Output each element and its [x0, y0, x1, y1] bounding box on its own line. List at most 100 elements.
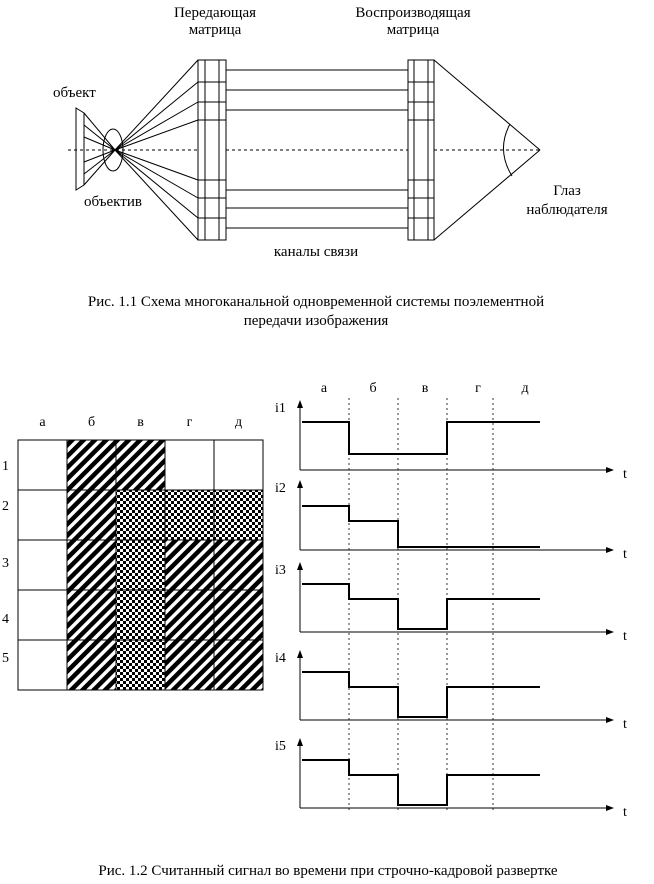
transmit-matrix-label-1: Передающая [174, 5, 256, 21]
transmit-matrix [197, 59, 227, 241]
grid-col-label: д [235, 415, 242, 430]
grid-cell-5-3 [115, 639, 166, 691]
communication-channels [226, 69, 408, 229]
x-axis-arrow [606, 805, 614, 811]
grid-cell-5-5 [213, 639, 264, 691]
grid-col-label: г [187, 415, 193, 430]
y-axis-arrow [297, 738, 303, 746]
signal-plot-i2: i2 t [275, 480, 627, 562]
signal-line [302, 583, 540, 630]
time-col-label: в [422, 381, 429, 396]
signal-name: i3 [275, 563, 286, 578]
signal-plot-i3: i3 t [275, 562, 627, 644]
grid-cell-3-5 [213, 539, 264, 591]
grid-cell-2-4 [164, 489, 215, 541]
grid-cell-1-3 [115, 439, 166, 491]
receive-matrix-label-1: Воспроизводящая [355, 5, 470, 21]
y-axis-arrow [297, 400, 303, 408]
eye-label-2: наблюдателя [526, 202, 607, 218]
time-col-label: б [369, 381, 376, 396]
transmit-matrix-label-2: матрица [189, 22, 242, 38]
signal-line [302, 421, 540, 455]
time-col-label: д [521, 381, 528, 396]
grid-col-label: б [88, 415, 95, 430]
grid-cell-2-3 [115, 489, 166, 541]
y-axis-arrow [297, 480, 303, 488]
signal-line [302, 505, 540, 548]
grid-row-label: 2 [2, 499, 9, 514]
grid-col-label: а [39, 415, 46, 430]
grid-cell-1-1 [17, 439, 68, 491]
grid-row-label: 5 [2, 651, 9, 666]
lens-rays [114, 59, 199, 241]
grid-row-label: 3 [2, 556, 9, 571]
object-rays [83, 112, 116, 186]
grid-cell-3-3 [115, 539, 166, 591]
signal-plots: i1 t i2 t i3 t i4 t i5 t [275, 400, 627, 820]
grid-cell-4-5 [213, 589, 264, 641]
time-col-label: а [321, 381, 328, 396]
fig1-caption-2: передачи изображения [244, 313, 389, 329]
grid-cell-4-3 [115, 589, 166, 641]
lens-label: объектив [84, 194, 142, 210]
signal-plot-i1: i1 t [275, 400, 627, 482]
x-axis-arrow [606, 629, 614, 635]
x-axis-label: t [623, 717, 627, 732]
signal-line [302, 671, 540, 718]
signal-name: i5 [275, 739, 286, 754]
grid-cell-2-2 [66, 489, 117, 541]
grid-row-label: 4 [2, 612, 9, 627]
grid-row-labels: 1 2 3 4 5 [2, 459, 9, 666]
grid-cell-4-1 [17, 589, 68, 641]
signal-plot-i4: i4 t [275, 650, 627, 732]
grid-cell-5-4 [164, 639, 215, 691]
receive-matrix [407, 59, 435, 241]
signal-name: i1 [275, 401, 286, 416]
channels-label: каналы связи [274, 244, 358, 260]
object-shape [75, 107, 85, 191]
time-column-labels: а б в г д [321, 381, 529, 396]
grid-cell-3-1 [17, 539, 68, 591]
grid-cell-2-1 [17, 489, 68, 541]
grid-row-label: 1 [2, 459, 9, 474]
eye-icon [503, 123, 513, 177]
signal-name: i2 [275, 481, 286, 496]
pixel-grid [17, 439, 264, 691]
grid-cell-1-4 [164, 439, 215, 491]
grid-cell-4-2 [66, 589, 117, 641]
time-dividers [348, 398, 494, 812]
grid-column-labels: а б в г д [39, 415, 242, 430]
y-axis-arrow [297, 650, 303, 658]
view-cone-top [433, 59, 541, 151]
view-cone-bottom [433, 149, 541, 241]
x-axis-arrow [606, 717, 614, 723]
signal-name: i4 [275, 651, 286, 666]
receive-matrix-label-2: матрица [387, 22, 440, 38]
grid-cell-5-1 [17, 639, 68, 691]
signal-plot-i5: i5 t [275, 738, 627, 820]
signal-line [302, 759, 540, 806]
eye-label-1: Глаз [553, 183, 581, 199]
grid-cell-2-5 [213, 489, 264, 541]
y-axis-arrow [297, 562, 303, 570]
lens-shape [102, 128, 124, 172]
grid-cell-4-4 [164, 589, 215, 641]
x-axis-label: t [623, 547, 627, 562]
fig1-diagram: Передающая матрица Воспроизводящая матри… [53, 5, 608, 260]
grid-cell-1-2 [66, 439, 117, 491]
fig1-caption-1: Рис. 1.1 Схема многоканальной одновремен… [88, 294, 544, 310]
x-axis-label: t [623, 805, 627, 820]
grid-cell-3-4 [164, 539, 215, 591]
x-axis-arrow [606, 467, 614, 473]
grid-cell-3-2 [66, 539, 117, 591]
x-axis-label: t [623, 467, 627, 482]
grid-cell-5-2 [66, 639, 117, 691]
grid-col-label: в [137, 415, 144, 430]
x-axis-label: t [623, 629, 627, 644]
x-axis-arrow [606, 547, 614, 553]
time-col-label: г [475, 381, 481, 396]
grid-cell-1-5 [213, 439, 264, 491]
object-label: объект [53, 85, 96, 101]
fig2-caption: Рис. 1.2 Считанный сигнал во времени при… [98, 863, 558, 879]
